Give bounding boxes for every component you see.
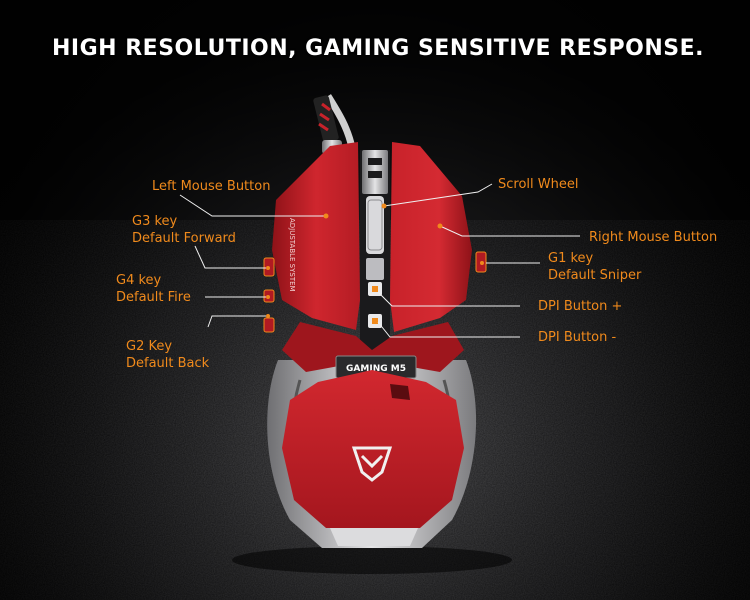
callout-g3-key: G3 key Default Forward — [132, 213, 236, 247]
callout-g4-key-default: Default Fire — [116, 290, 191, 305]
callout-g3-key-label: G3 key — [132, 214, 178, 229]
callout-scroll-wheel-label: Scroll Wheel — [498, 177, 579, 192]
callout-g2-key: G2 Key Default Back — [126, 338, 209, 372]
callout-left-mouse-button-label: Left Mouse Button — [152, 179, 271, 194]
brand-logo-icon — [351, 446, 393, 482]
callout-g4-key: G4 key Default Fire — [116, 272, 191, 306]
callout-g4-key-label: G4 key — [116, 273, 162, 288]
callout-dpi-plus-label: DPI Button + — [538, 299, 623, 314]
callout-right-mouse-button: Right Mouse Button — [589, 229, 717, 246]
mouse-badge-text: GAMING M5 — [346, 364, 406, 374]
mouse-side-text: ADJUSTABLE SYSTEM — [288, 218, 296, 292]
headline: HIGH RESOLUTION, GAMING SENSITIVE RESPON… — [52, 36, 704, 61]
callout-dpi-plus: DPI Button + — [538, 298, 622, 315]
callout-g1-key-default: Default Sniper — [548, 268, 642, 283]
callout-g3-key-default: Default Forward — [132, 231, 236, 246]
callout-scroll-wheel: Scroll Wheel — [498, 176, 578, 193]
callout-g1-key: G1 key Default Sniper — [548, 250, 641, 284]
callout-g2-key-default: Default Back — [126, 356, 210, 371]
callout-g1-key-label: G1 key — [548, 251, 594, 266]
callout-left-mouse-button: Left Mouse Button — [152, 178, 270, 195]
callout-dpi-minus-label: DPI Button - — [538, 330, 617, 345]
callout-g2-key-label: G2 Key — [126, 339, 173, 354]
callout-right-mouse-button-label: Right Mouse Button — [589, 230, 718, 245]
callout-dpi-minus: DPI Button - — [538, 329, 616, 346]
